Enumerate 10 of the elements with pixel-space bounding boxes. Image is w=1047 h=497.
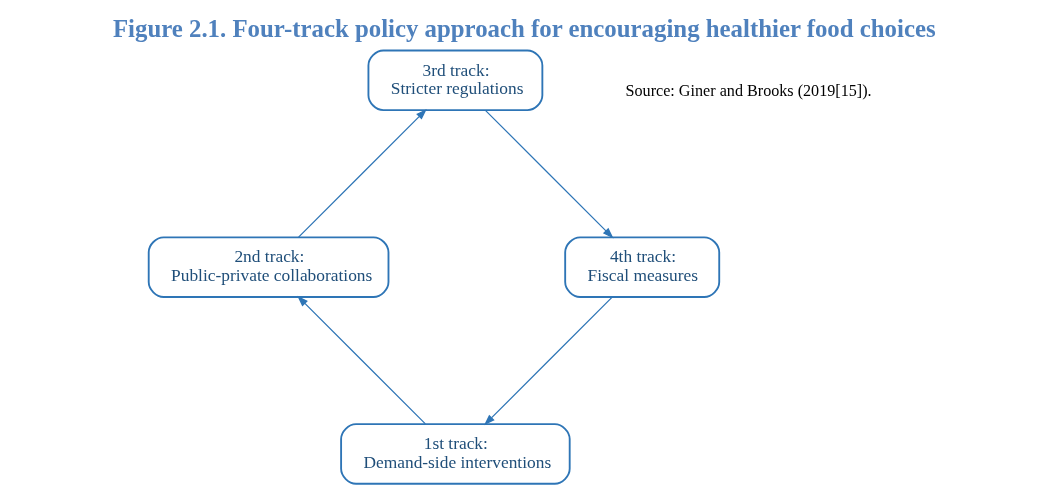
- caption: Source: Giner and Brooks (2019[15]).: [625, 82, 872, 100]
- node-box: 4th track: Fiscal measures: [564, 236, 721, 298]
- diagram-title: Figure 2.1. Four-track policy approach for encouraging healthier food choices: [112, 14, 936, 42]
- node-box: 1st track: Demand-side interventions: [340, 423, 571, 485]
- node-box: 3rd track: Stricter regulations: [367, 49, 544, 112]
- arrow: [484, 109, 614, 239]
- arrow: [484, 296, 613, 426]
- arrow: [298, 108, 427, 238]
- node-box: 2nd track: Public-private collaborations: [147, 236, 390, 298]
- arrow: [297, 295, 426, 425]
